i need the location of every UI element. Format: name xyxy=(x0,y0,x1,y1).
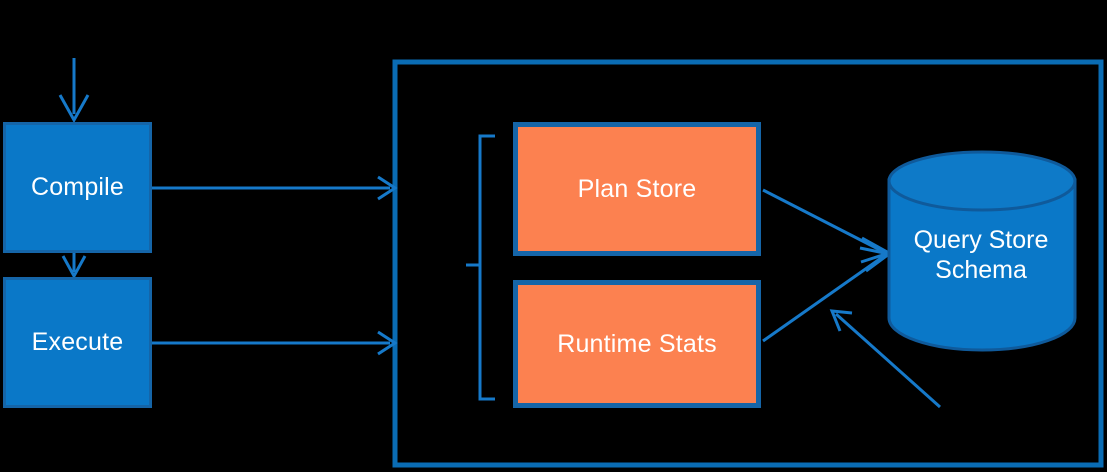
external-to-schema-arrow xyxy=(829,309,941,409)
store-node-runtime-stats[interactable]: Runtime Stats xyxy=(513,280,761,408)
query-store-schema-cylinder xyxy=(887,150,1077,352)
store-node-plan-store-label: Plan Store xyxy=(577,174,697,203)
process-node-compile[interactable]: Compile xyxy=(3,122,152,253)
process-node-execute-label: Execute xyxy=(31,328,124,356)
execute-to-boundary-arrow xyxy=(152,330,398,356)
query-in-to-compile-arrow xyxy=(58,58,90,124)
store-node-runtime-stats-label: Runtime Stats xyxy=(557,329,717,358)
store-node-plan-store[interactable]: Plan Store xyxy=(513,122,761,256)
process-node-compile-label: Compile xyxy=(30,173,125,201)
store-group-bracket xyxy=(466,134,495,401)
compile-to-boundary-arrow xyxy=(152,175,398,201)
process-node-execute[interactable]: Execute xyxy=(3,277,152,408)
compile-to-execute-arrow xyxy=(61,253,87,280)
query-store-boundary-rect xyxy=(392,59,1104,468)
runtime-stats-to-schema-arrow xyxy=(762,246,893,343)
